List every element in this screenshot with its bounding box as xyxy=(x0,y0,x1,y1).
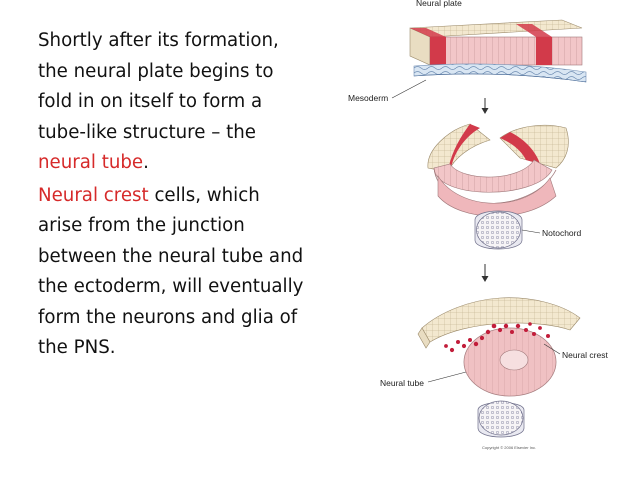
arrow-down-icon xyxy=(481,98,489,114)
label-neural-crest: Neural crest xyxy=(562,350,608,360)
stage-neural-plate xyxy=(409,19,587,83)
copyright-note: Copyright © 2006 Elsevier Inc. xyxy=(482,445,536,450)
notochord-leader-line xyxy=(521,229,541,234)
notochord-lower xyxy=(477,400,525,438)
paragraph-1-text: Shortly after its formation, the neural … xyxy=(38,30,279,143)
arrow-down-icon xyxy=(481,264,489,282)
paragraph-neural-crest: Neural crest cells, which arise from the… xyxy=(38,181,306,364)
paragraph-neural-tube: Shortly after its formation, the neural … xyxy=(38,26,306,179)
neural-crest-leader-line xyxy=(543,343,561,355)
neurulation-diagram: Neural plate Mesoderm No xyxy=(348,0,608,450)
neural-crest-term: Neural crest xyxy=(38,184,149,206)
stage-neural-folds xyxy=(427,123,569,217)
neurulation-figure: Neural plate Mesoderm No xyxy=(330,0,640,479)
neural-tube-term: neural tube xyxy=(38,152,144,173)
mesoderm-leader-line xyxy=(391,79,427,99)
notochord-upper xyxy=(474,210,523,250)
label-notochord: Notochord xyxy=(542,228,581,238)
stage-neural-tube xyxy=(417,297,581,397)
label-neural-tube: Neural tube xyxy=(380,378,424,388)
paragraph-2-text: cells, which arise from the junction bet… xyxy=(38,184,304,359)
paragraph-1-end: . xyxy=(143,152,149,173)
slide-text: Shortly after its formation, the neural … xyxy=(38,26,306,364)
label-neural-plate: Neural plate xyxy=(416,0,462,8)
neural-tube-leader-line xyxy=(427,371,467,383)
label-mesoderm: Mesoderm xyxy=(348,93,388,103)
neural-crest-cells xyxy=(444,322,550,353)
